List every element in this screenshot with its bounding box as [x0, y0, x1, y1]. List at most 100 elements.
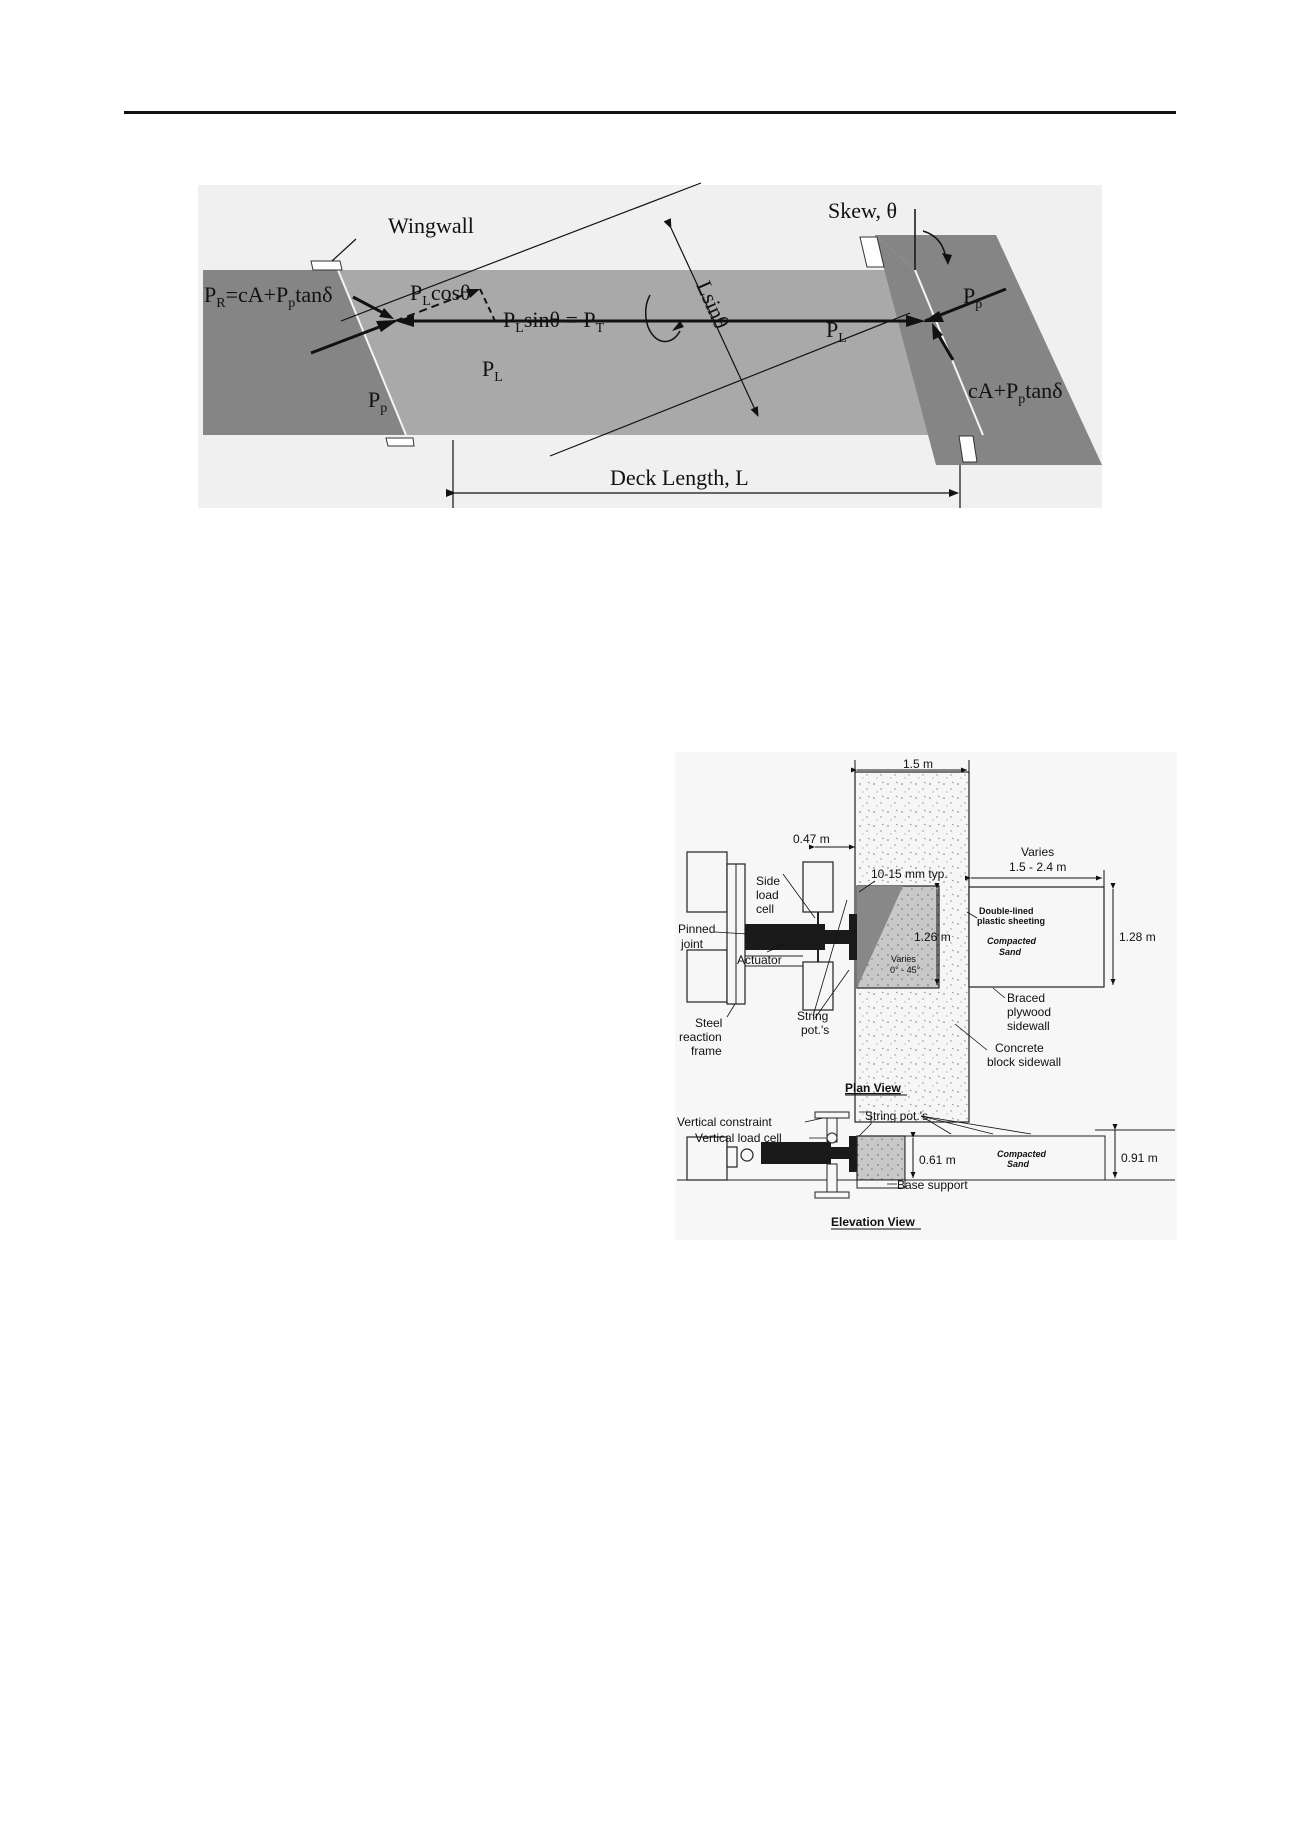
- skew-varies-label: Varies: [891, 954, 916, 964]
- varies-range-label: 1.5 - 2.4 m: [1009, 860, 1066, 874]
- compacted2-label: Compacted: [997, 1149, 1047, 1159]
- elev-sand: [904, 1135, 1106, 1181]
- leader-string-pots-1: [812, 899, 848, 1017]
- plastic-label: plastic sheeting: [977, 916, 1045, 926]
- bridge-deck: [338, 270, 983, 435]
- load-label: load: [756, 888, 779, 902]
- rotation-arrow: [644, 294, 681, 343]
- leader-concrete-block: [954, 1023, 988, 1051]
- leader-gap: [858, 880, 876, 893]
- side-label: Side: [756, 874, 780, 888]
- test-setup-diagram: 1.5 m 0.47 m Varies 1.5 - 2.4 m 10-15 mm…: [675, 752, 1177, 1240]
- plcos-arrowhead: [466, 289, 480, 298]
- left-abutment: [203, 270, 406, 435]
- leader-vertical-constraint: [804, 1117, 824, 1123]
- wingwall-bottom-left: [385, 437, 415, 447]
- pp-right-label: Pp: [963, 283, 982, 312]
- double-lined-label: Double-lined: [979, 906, 1034, 916]
- dim-126-label: 1.26 m: [914, 930, 951, 944]
- vertical-constraint-label: Vertical constraint: [677, 1115, 772, 1129]
- sand2-label: Sand: [1007, 1159, 1030, 1169]
- elev-backwall: [856, 1135, 906, 1181]
- reaction-label: reaction: [679, 1030, 722, 1044]
- header-rule: [124, 111, 1176, 114]
- leader-braced-plywood: [992, 987, 1006, 999]
- pp-left-label: Pp: [368, 387, 387, 416]
- reference-line-upper: [340, 182, 702, 322]
- side-load-cell-top: [802, 861, 834, 913]
- compacted-label: Compacted: [987, 936, 1037, 946]
- shear-arrowhead-left: [379, 308, 394, 319]
- block-label: block sidewall: [987, 1055, 1061, 1069]
- pl-arrowhead-right: [906, 315, 925, 327]
- dim-047-label: 0.47 m: [793, 832, 830, 846]
- plsin-label: PLsinθ = PT: [503, 307, 605, 336]
- leader-string-pots-elev-2: [920, 1115, 994, 1135]
- base-support: [856, 1179, 906, 1189]
- wingwall-bottom-right: [958, 435, 978, 463]
- gap-label: 10-15 mm typ.: [871, 867, 948, 881]
- elevation-view-title: Elevation View: [831, 1215, 915, 1229]
- wingwall-label: Wingwall: [388, 213, 474, 238]
- leader-actuator: [766, 943, 786, 953]
- leader-string-pots-2: [814, 969, 850, 1019]
- steel-label: Steel: [695, 1016, 722, 1030]
- side-load-cell-bottom: [802, 961, 834, 1011]
- wingwall-top-left: [310, 260, 343, 271]
- i-beam-top-flange: [814, 1111, 850, 1119]
- actuator-plate: [849, 914, 857, 960]
- leader-double-lined: [966, 911, 978, 919]
- braced-label: Braced: [1007, 991, 1045, 1005]
- wingwall-top-right: [859, 236, 885, 268]
- elev-actuator-body: [761, 1142, 831, 1164]
- i-beam-web-bottom: [826, 1163, 838, 1193]
- sidewall-label: sidewall: [1007, 1019, 1050, 1033]
- vertical-load-cell: [826, 1132, 838, 1144]
- vertical-load-cell-label: Vertical load cell: [695, 1131, 782, 1145]
- joint-label: joint: [680, 937, 704, 951]
- pp-arrowhead-right: [923, 311, 944, 322]
- elev-reaction-block: [686, 1136, 728, 1181]
- elev-frame: [726, 1146, 738, 1168]
- leader-steel-frame: [726, 1003, 736, 1018]
- cell-label: cell: [756, 902, 774, 916]
- ca-right-label: cA+Pptanδ: [968, 378, 1063, 407]
- string-label: String: [797, 1009, 828, 1023]
- deck-length-label: Deck Length, L: [610, 465, 749, 490]
- plywood-label: plywood: [1007, 1005, 1051, 1019]
- actuator-body: [745, 924, 825, 950]
- leader-string-pots-elev-3: [920, 1115, 1032, 1135]
- i-beam-bottom-flange: [814, 1191, 850, 1199]
- varies-label: Varies: [1021, 845, 1054, 859]
- right-abutment-edge: [875, 235, 983, 465]
- actuator-rod: [825, 930, 853, 944]
- string-pots-top-label: String pot.'s: [865, 1109, 928, 1123]
- skew-range-label: 0° - 45°: [890, 965, 921, 975]
- elev-actuator-rod: [831, 1147, 853, 1159]
- base-support-label: Base support: [897, 1178, 968, 1192]
- left-interface-line: [337, 269, 407, 436]
- pots-label: pot.'s: [801, 1023, 829, 1037]
- skew-arrowhead: [942, 253, 952, 265]
- plcos-component: [394, 290, 475, 322]
- dim-128-label: 1.28 m: [1119, 930, 1156, 944]
- reaction-block-top: [686, 851, 728, 913]
- sand-label: Sand: [999, 947, 1022, 957]
- sand-box-plan: [968, 886, 1105, 988]
- plsin-component: [479, 288, 496, 322]
- dim-1-5-label: 1.5 m: [903, 757, 933, 771]
- pl-left-label: PL: [482, 356, 503, 385]
- leader-side-load-cell: [782, 873, 816, 919]
- plcos-label: PLcosθ: [410, 280, 471, 309]
- plan-view-title: Plan View: [845, 1081, 901, 1095]
- shear-arrowhead-right: [932, 323, 943, 340]
- dim-061-label: 0.61 m: [919, 1153, 956, 1167]
- dim-091-label: 0.91 m: [1121, 1151, 1158, 1165]
- skew-bridge-force-diagram: Wingwall Skew, θ PR=cA+Pptanδ PLcosθ PLs…: [198, 182, 1102, 508]
- leader-pinned-joint: [714, 931, 748, 935]
- pl-arrowhead-left: [395, 315, 414, 327]
- reaction-block-bottom: [686, 949, 728, 1003]
- skew-wedge: [857, 886, 903, 988]
- leader-string-pots-elev: [858, 1111, 872, 1137]
- elev-pinned-joint: [740, 1148, 754, 1162]
